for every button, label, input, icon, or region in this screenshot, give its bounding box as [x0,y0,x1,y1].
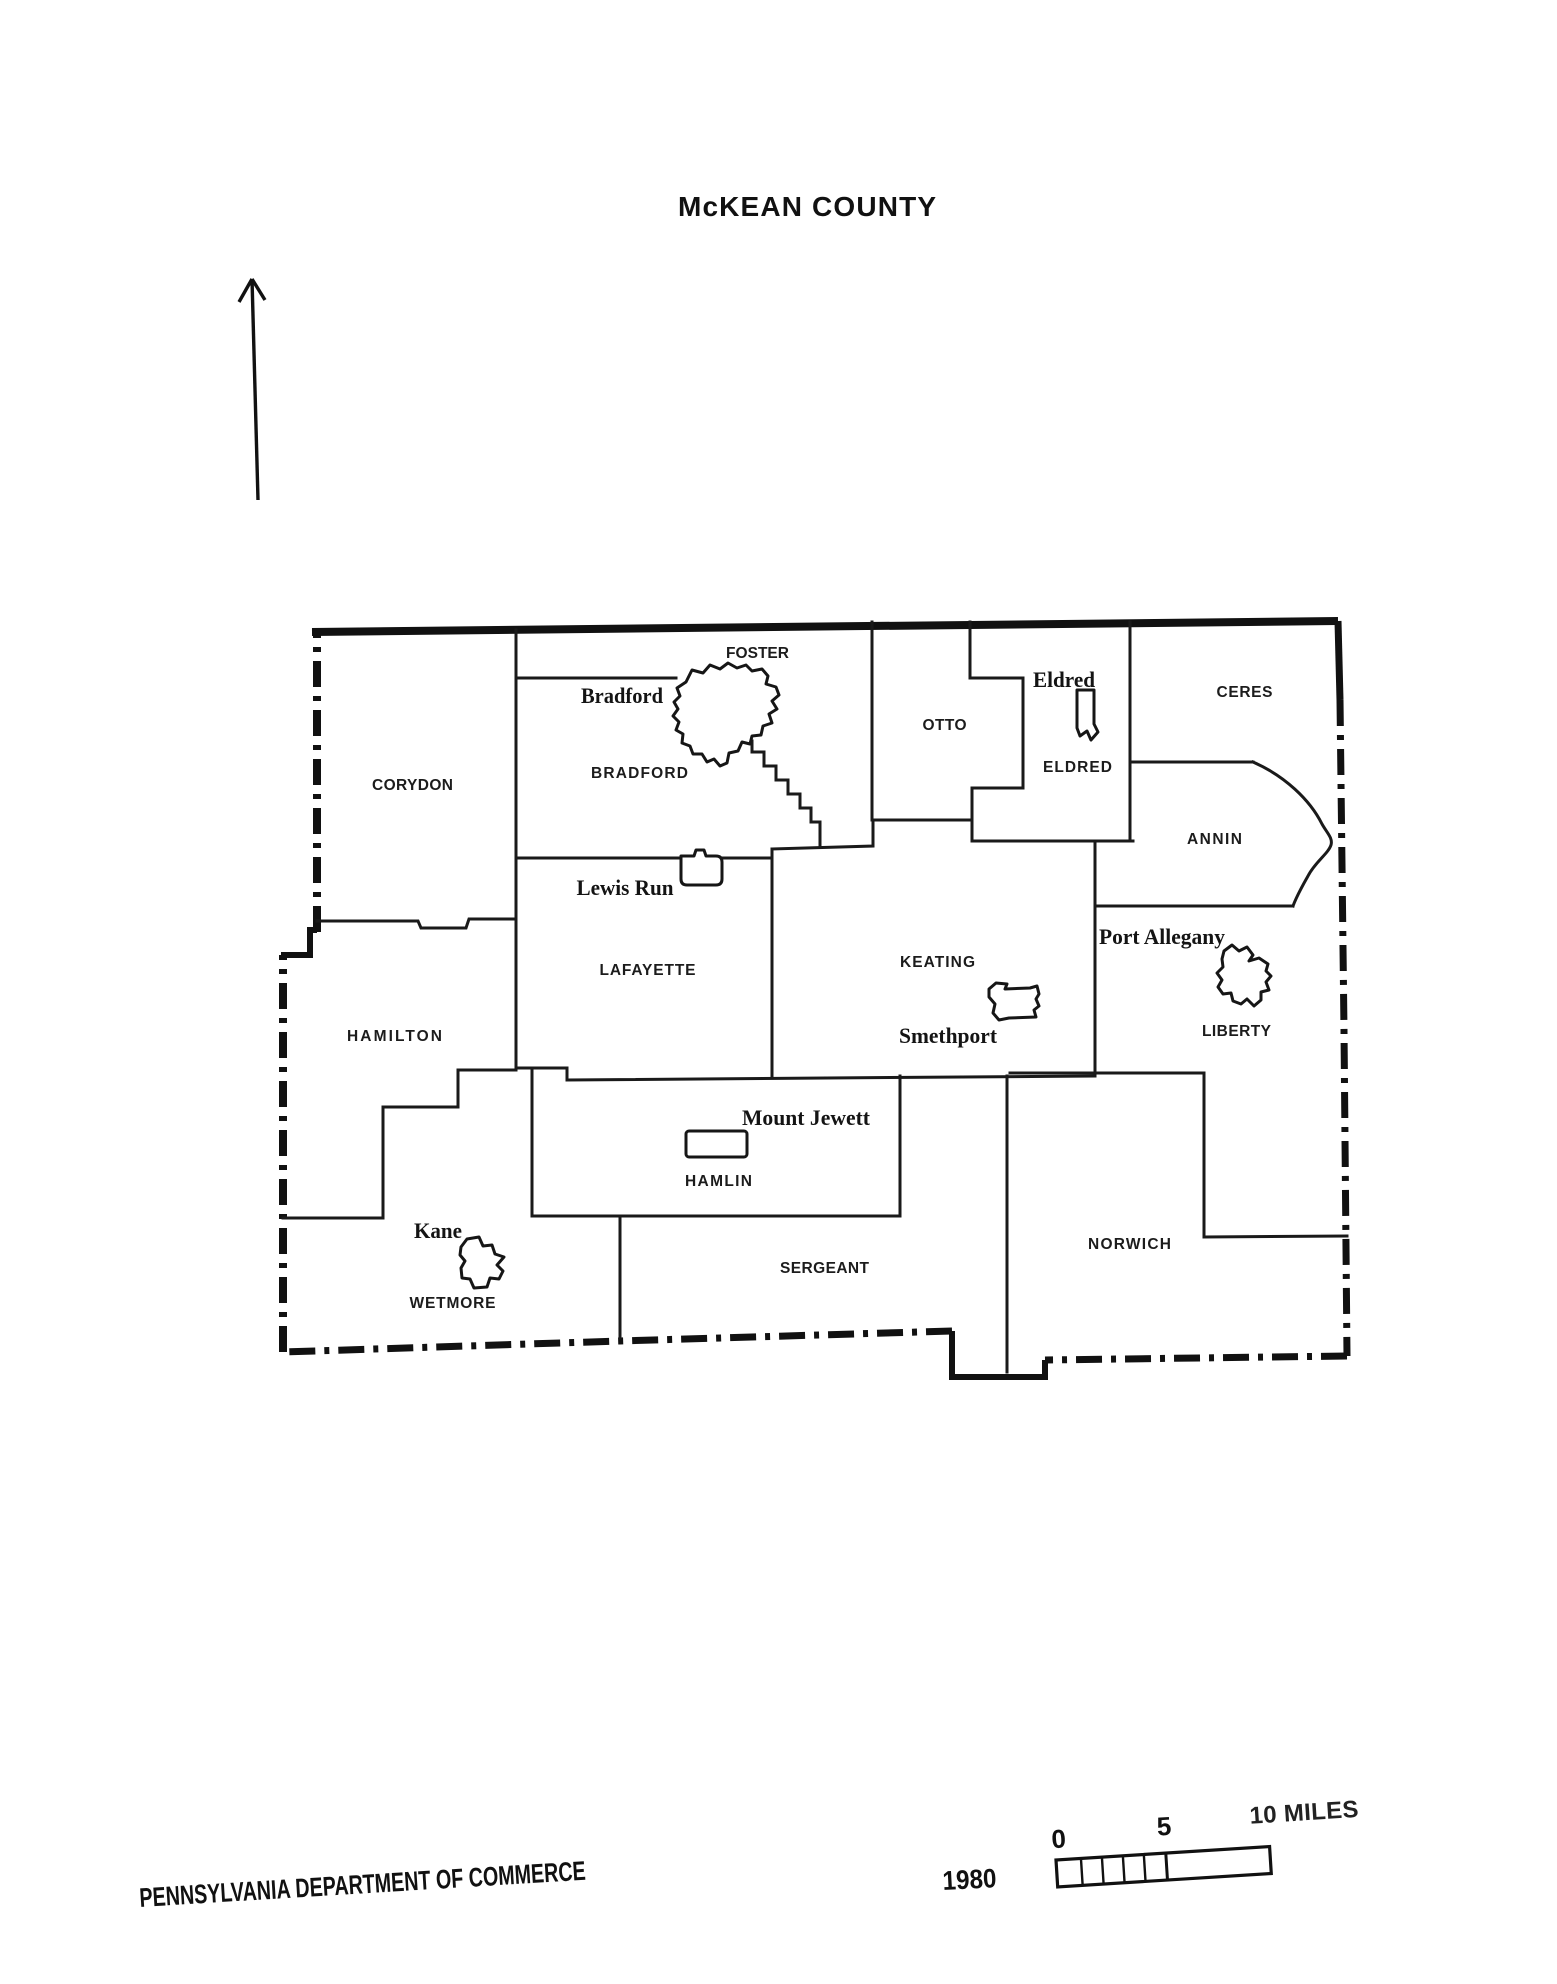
township-label-ceres: CERES [1217,684,1274,701]
township-label-wetmore: WETMORE [410,1295,497,1312]
borough-label-bradford: Bradford [581,683,663,708]
township-label-norwich: NORWICH [1088,1236,1172,1253]
scale-bar-mid-tick [1164,1852,1169,1881]
footer-year: 1980 [942,1863,997,1896]
borough-label-smethport: Smethport [899,1023,998,1048]
borough-shape-bradford [671,661,781,768]
borough-shape-port-allegany [1215,943,1273,1008]
boundary-otto-eldred-notch [968,620,1025,822]
borough-shape-lewis-run [679,848,724,887]
boundary-liberty-norwich [1202,1071,1349,1239]
county-border-bottom-east [1044,1352,1348,1364]
scale-bar-outline [1054,1844,1273,1889]
township-labels: CORYDON BRADFORD FOSTER OTTO ELDRED CERE… [347,645,1274,1312]
borough-label-lewis-run: Lewis Run [577,875,674,900]
township-label-foster: FOSTER [726,645,790,662]
county-border-notch [949,1331,1048,1380]
scale-label-zero: 0 [1051,1823,1067,1854]
borough-label-mount-jewett: Mount Jewett [742,1105,871,1130]
boundary-annin-east-curve [1251,760,1333,908]
scale-label-five: 5 [1156,1811,1172,1842]
boundary-foster-south [770,818,875,851]
township-label-liberty: LIBERTY [1202,1023,1272,1040]
township-label-bradford: BRADFORD [591,765,689,782]
boundary-hamilton-north [315,917,518,930]
township-label-keating: KEATING [900,954,976,971]
township-label-hamlin: HAMLIN [685,1173,753,1190]
borough-labels: Bradford Eldred Lewis Run Port Allegany … [414,667,1225,1243]
boundary-keating-north [970,818,1135,843]
township-label-hamilton: HAMILTON [347,1028,443,1045]
township-label-corydon: CORYDON [372,777,454,794]
borough-shape-eldred [1075,688,1100,742]
county-border-bottom-west [282,1327,953,1356]
county-border-right [1336,699,1351,1357]
borough-label-eldred: Eldred [1033,667,1095,692]
township-label-otto: OTTO [923,717,968,734]
borough-shape-mount-jewett [684,1129,749,1159]
township-label-lafayette: LAFAYETTE [600,962,697,979]
county-border-top [311,617,1339,636]
county-border-right-solid [1334,620,1344,701]
township-label-sergeant: SERGEANT [780,1260,870,1277]
borough-shape-kane [458,1235,506,1290]
borough-shapes [458,661,1273,1290]
boundary-lafayette-keating-south [514,1066,1097,1082]
boundary-hamilton-south-steps [281,1068,518,1220]
county-border [279,617,1351,1380]
page-title: McKEAN COUNTY [678,191,938,222]
boundary-bradford-stairs [750,739,822,848]
township-label-eldred: ELDRED [1043,759,1113,776]
scale-bar-ticks [1079,1854,1147,1886]
township-boundaries [281,620,1349,1374]
township-label-annin: ANNIN [1187,831,1243,848]
borough-label-port-allegany: Port Allegany [1099,924,1225,949]
borough-shape-smethport [987,981,1041,1022]
north-arrow-icon [237,278,267,501]
borough-label-kane: Kane [414,1218,462,1243]
